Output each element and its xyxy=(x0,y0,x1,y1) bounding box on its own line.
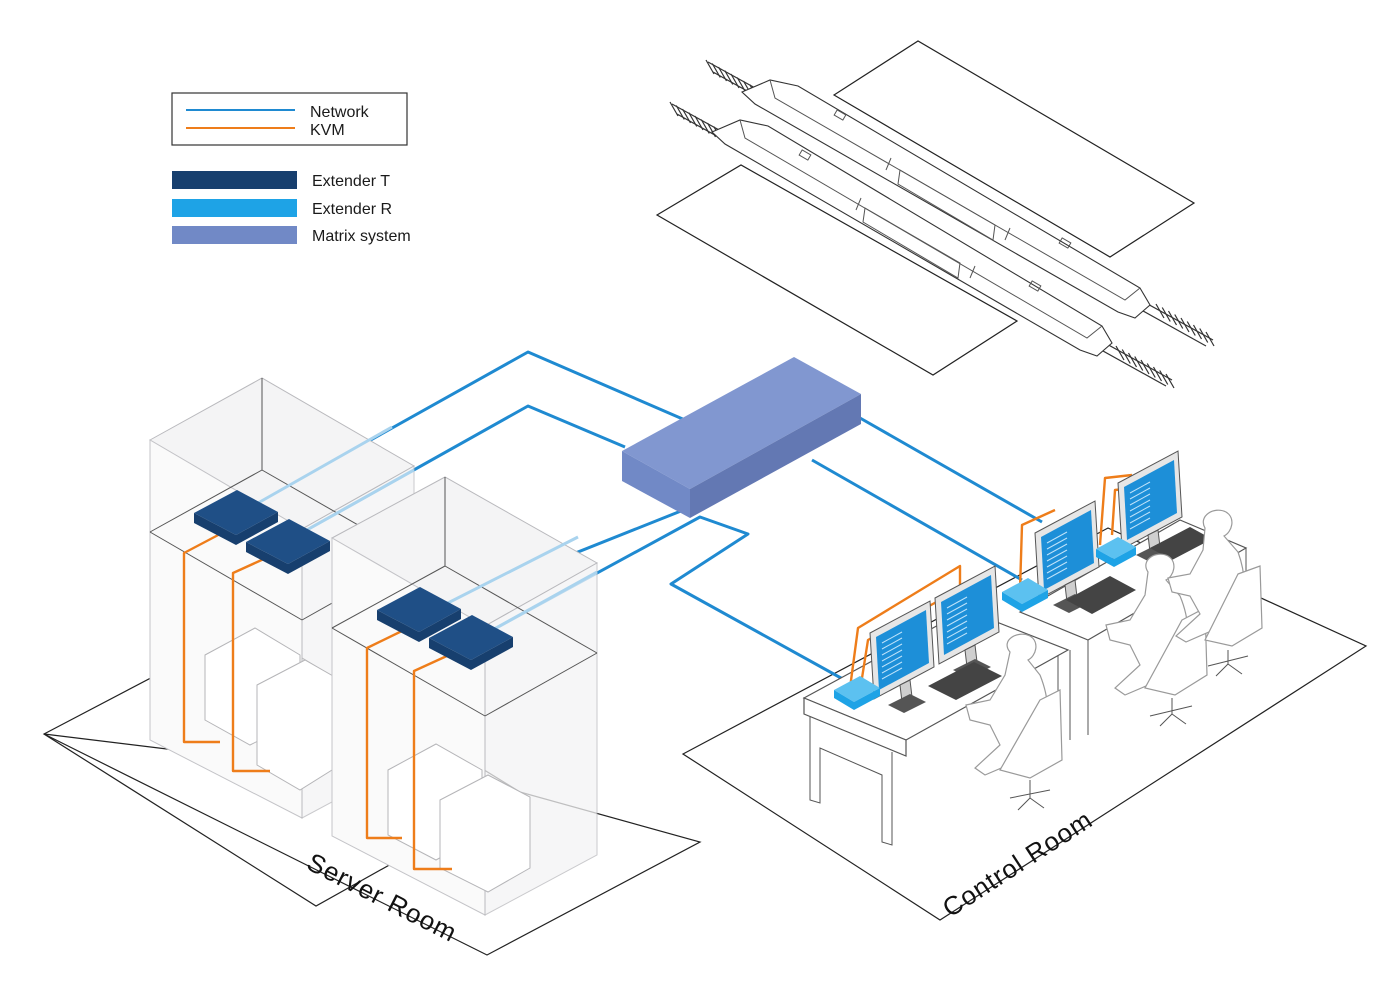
legend-extender-t-label: Extender T xyxy=(312,173,390,190)
operator-back xyxy=(1167,509,1263,677)
legend-box xyxy=(171,92,408,146)
rail-tie xyxy=(681,108,692,124)
legend-extender-t-swatch xyxy=(172,171,297,189)
legend-extender-r-label: Extender R xyxy=(312,201,392,218)
operators xyxy=(965,509,1263,811)
matrix-system xyxy=(622,357,861,518)
rail-tie xyxy=(1115,345,1125,361)
rail-tie xyxy=(675,105,685,120)
rail-tie xyxy=(1192,324,1203,340)
operator-front xyxy=(965,633,1063,811)
platform-lower xyxy=(655,164,1019,376)
rack-2-server-front xyxy=(439,774,531,893)
rail-tie xyxy=(705,59,715,75)
rack-1-uplink-fade-b xyxy=(304,468,415,533)
network-link-desk-front xyxy=(811,458,1023,582)
rail-tie xyxy=(1146,363,1156,378)
keyboard-middle xyxy=(1066,576,1136,614)
rack-2-kvm-cable-a xyxy=(365,628,405,840)
legend: Network KVM Extender T Extender R Matrix… xyxy=(171,92,411,245)
legend-kvm-label: KVM xyxy=(310,122,345,139)
keyboard-back xyxy=(1150,527,1212,560)
legend-extender-r-swatch xyxy=(172,199,297,217)
keyboard-front xyxy=(928,662,1002,700)
legend-network-label: Network xyxy=(310,104,370,121)
extender-r-middle xyxy=(1002,578,1048,612)
keyboards xyxy=(928,527,1212,700)
network-link-rack2-b xyxy=(486,515,851,685)
rack-1-extender-t-b xyxy=(246,519,330,574)
monitor-middle xyxy=(1034,500,1100,613)
monitor-front-left xyxy=(869,600,935,713)
rail-tie xyxy=(688,112,698,127)
legend-matrix-swatch xyxy=(172,226,297,244)
desk-kvm-cable-c xyxy=(1018,508,1056,591)
desk-front-edge xyxy=(803,697,907,757)
rack-1-kvm-cable-a xyxy=(182,531,223,744)
rail-tie xyxy=(730,73,740,89)
rail-tie xyxy=(1127,352,1138,368)
rail-tie xyxy=(694,115,704,131)
rack-1-uplink-fade-a xyxy=(257,425,393,505)
control-room-label: Control Room xyxy=(937,804,1098,923)
server-rack-2 xyxy=(330,476,599,916)
rail-tie xyxy=(1167,310,1178,326)
rail-tie xyxy=(736,77,746,92)
rack-2-extender-t-a xyxy=(377,587,461,642)
desk-extenders-r xyxy=(834,537,1136,710)
network-lines xyxy=(257,350,1043,685)
rail-tie xyxy=(669,101,679,117)
platform-upper xyxy=(832,40,1196,258)
rail-tie xyxy=(1152,366,1163,382)
rail-tie xyxy=(1180,317,1190,333)
rail-tie xyxy=(1205,331,1215,347)
rail-tie xyxy=(1186,321,1196,336)
rail-tie xyxy=(1121,349,1131,364)
rack-2-extender-t-b xyxy=(429,615,513,670)
extender-r-front xyxy=(834,676,880,710)
rail-tie xyxy=(1140,359,1150,375)
train-lower xyxy=(711,119,1113,357)
rail-tie xyxy=(1155,303,1165,319)
rack-1-kvm-cable-b xyxy=(231,556,270,773)
extender-r-back xyxy=(1096,537,1136,567)
train-area xyxy=(655,40,1215,389)
desk-kvm-cable-a xyxy=(848,564,962,689)
rack-2-uplink-fade-b xyxy=(486,570,598,635)
desk-kvm-cable-d xyxy=(1098,473,1133,546)
rack-2-uplink-fade-a xyxy=(439,535,579,609)
rail-tie xyxy=(724,70,734,85)
rail-tie xyxy=(1134,356,1144,371)
legend-matrix-label: Matrix system xyxy=(312,228,411,245)
network-link-desk-back xyxy=(859,416,1043,524)
rail-tie xyxy=(1199,328,1209,343)
rail-tie xyxy=(700,119,710,134)
rack-1-extender-t-a xyxy=(194,490,278,545)
rail-tie xyxy=(717,66,728,82)
rail-tie xyxy=(1159,370,1169,385)
rack-2-kvm-cable-b xyxy=(412,653,452,871)
train-upper xyxy=(741,79,1151,319)
rail-tie xyxy=(1174,314,1184,329)
rail-tie xyxy=(711,63,721,78)
rail-tie xyxy=(1161,307,1171,322)
rail-tie xyxy=(706,122,717,138)
rail-tie xyxy=(1165,373,1175,389)
